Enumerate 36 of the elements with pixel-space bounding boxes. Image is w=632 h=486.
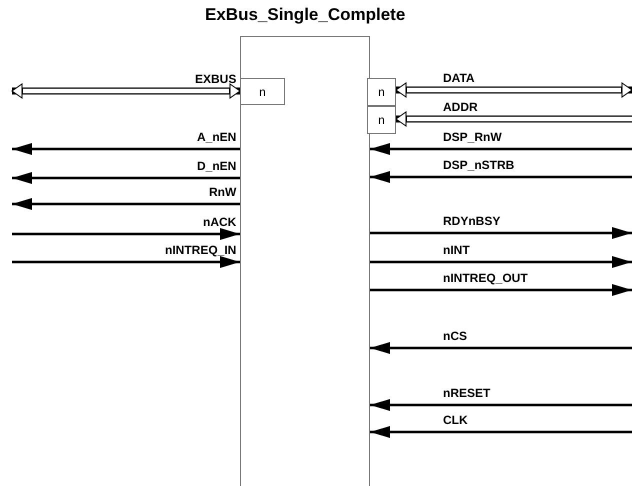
signal-label: EXBUS [195, 72, 236, 86]
signal-label: nINTREQ_IN [165, 243, 236, 257]
signal-label: DATA [443, 71, 475, 85]
signal-label: RDYnBSY [443, 214, 500, 228]
signal-label: nINT [443, 243, 470, 257]
signal-arrow [370, 426, 632, 438]
bus-width-box: n [367, 106, 396, 134]
bus-arrow [396, 112, 632, 126]
signal-label: D_nEN [197, 159, 236, 173]
signal-label: nCS [443, 329, 467, 343]
signal-arrow [12, 256, 240, 268]
signal-arrow [370, 284, 632, 296]
signal-label: CLK [443, 413, 468, 427]
signal-arrow [370, 342, 632, 354]
bus-width-box: n [240, 78, 285, 105]
signal-label: DSP_nSTRB [443, 158, 514, 172]
signal-arrow [370, 143, 632, 155]
signal-label: A_nEN [197, 130, 236, 144]
bus-arrow [396, 82, 632, 98]
signal-arrow [370, 171, 632, 183]
signal-arrow [370, 227, 632, 239]
signal-arrow [370, 256, 632, 268]
signal-label: nRESET [443, 386, 490, 400]
signal-arrow [12, 143, 240, 155]
signal-arrow [370, 399, 632, 411]
signal-label: RnW [209, 185, 236, 199]
signal-arrow [12, 198, 240, 210]
signal-label: DSP_RnW [443, 130, 502, 144]
bus-arrow [12, 84, 240, 98]
signal-arrow [12, 228, 240, 240]
signal-label: nINTREQ_OUT [443, 271, 528, 285]
block-title: ExBus_Single_Complete [205, 5, 406, 25]
signal-arrow [12, 172, 240, 184]
bus-width-box: n [367, 78, 396, 106]
signal-label: ADDR [443, 100, 478, 114]
signal-label: nACK [203, 215, 236, 229]
